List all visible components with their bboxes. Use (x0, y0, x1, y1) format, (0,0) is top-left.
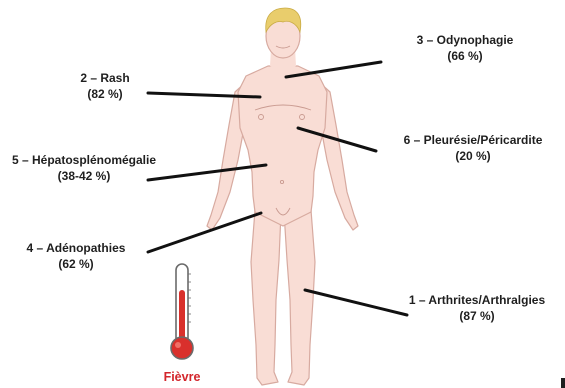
right-leg (284, 210, 315, 385)
label-percent: (38-42 %) (0, 168, 168, 184)
left-leg (251, 210, 281, 385)
label-percent: (87 %) (389, 308, 565, 324)
label-title: 5 – Hépatosplénomégalie (12, 153, 156, 167)
torso (238, 66, 327, 226)
label-hepato: 5 – Hépatosplénomégalie (38-42 %) (0, 152, 168, 184)
label-title: 4 – Adénopathies (27, 241, 126, 255)
label-title: 6 – Pleurésie/Péricardite (404, 133, 543, 147)
label-arthrites: 1 – Arthrites/Arthralgies (87 %) (389, 292, 565, 324)
label-title: 3 – Odynophagie (417, 33, 514, 47)
fever-label: Fièvre (152, 369, 212, 385)
label-odynophagie: 3 – Odynophagie (66 %) (396, 32, 534, 64)
label-pleuresie: 6 – Pleurésie/Péricardite (20 %) (381, 132, 565, 164)
label-percent: (62 %) (10, 256, 142, 272)
label-percent: (82 %) (62, 86, 148, 102)
label-percent: (66 %) (396, 48, 534, 64)
label-percent: (20 %) (381, 148, 565, 164)
label-adeno: 4 – Adénopathies (62 %) (10, 240, 142, 272)
thermometer-icon (171, 264, 193, 359)
label-title: 2 – Rash (80, 71, 129, 85)
corner-mark (561, 378, 565, 388)
leader-adeno (148, 213, 261, 252)
label-title: 1 – Arthrites/Arthralgies (409, 293, 545, 307)
label-rash: 2 – Rash (82 %) (62, 70, 148, 102)
